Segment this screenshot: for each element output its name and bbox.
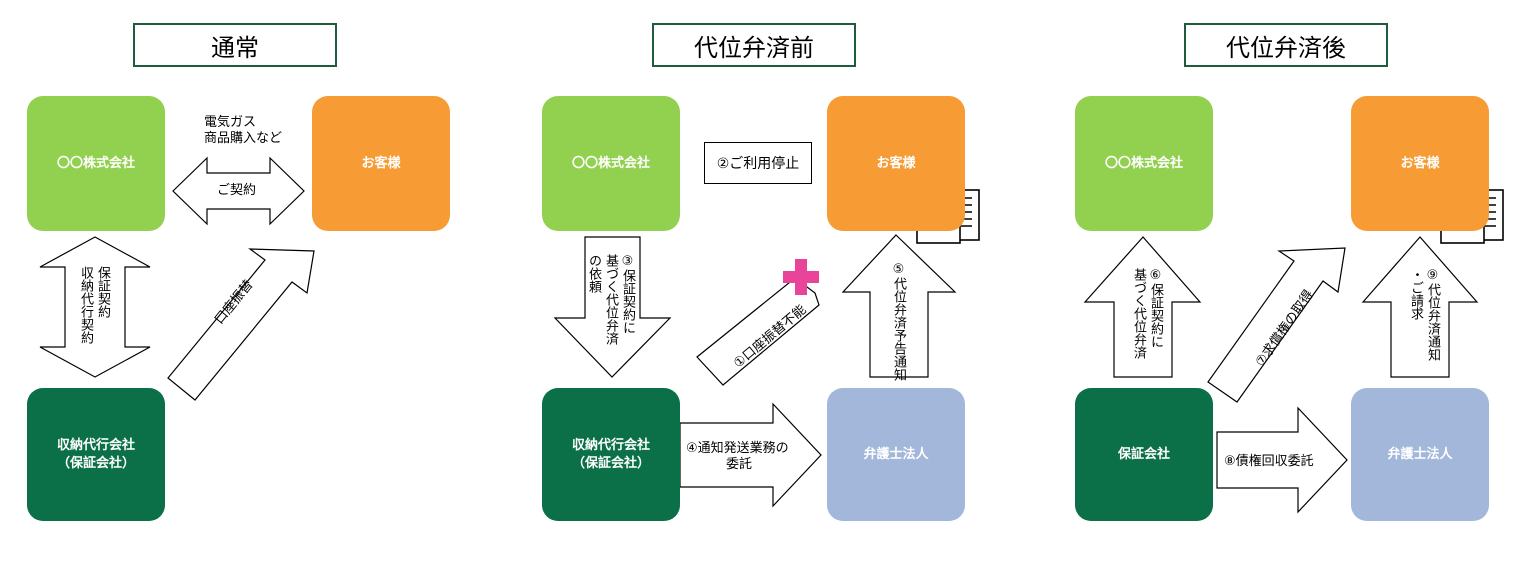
step3-label: ③保証契約に 基づく代位弁済 の依頼 xyxy=(586,254,635,345)
guarantee-label: 保証契約 収納代行契約 xyxy=(78,266,110,344)
contract-double-arrow xyxy=(172,156,305,226)
step8-label: ⑧債権回収委託 xyxy=(1224,454,1314,469)
step9-label: ⑨代位弁済通知 ・ご請求 xyxy=(1408,268,1440,361)
contract-label: ご契約 xyxy=(217,183,257,198)
agent-box: 収納代行会社 （保証会社） xyxy=(542,388,680,521)
company-box: 〇〇株式会社 xyxy=(27,96,165,231)
customer-box: お客様 xyxy=(1351,96,1489,231)
step8-right-arrow xyxy=(1216,406,1348,514)
agent-box: 収納代行会社 （保証会社） xyxy=(27,388,165,521)
panel-title-after: 代位弁済後 xyxy=(1184,23,1388,67)
customer-box: お客様 xyxy=(312,96,450,231)
customer-box: お客様 xyxy=(827,96,965,231)
step6-up-arrow xyxy=(1083,236,1202,378)
step6-label: ⑥保証契約に 基づく代位弁済 xyxy=(1131,268,1163,359)
guarantee-double-arrow xyxy=(39,236,151,378)
company-box: 〇〇株式会社 xyxy=(542,96,680,231)
step4-right-arrow xyxy=(679,402,822,508)
panel-title-text: 代位弁済前 xyxy=(694,33,814,62)
step9-up-arrow xyxy=(1361,236,1479,378)
step5-label: ⑤代位弁済予告通知 xyxy=(891,262,906,381)
pink-cross-icon xyxy=(783,259,819,295)
step3-down-arrow xyxy=(553,236,672,378)
panel-title-normal: 通常 xyxy=(133,23,337,67)
goods-label: 電気ガス 商品購入など xyxy=(204,115,283,146)
panel-title-before: 代位弁済前 xyxy=(652,23,856,67)
panel-title-text: 通常 xyxy=(211,33,259,62)
step4-label: ④通知発送業務の 委託 xyxy=(686,441,789,472)
company-box: 〇〇株式会社 xyxy=(1075,96,1213,231)
panel-title-text: 代位弁済後 xyxy=(1226,33,1346,62)
step7-diagonal-arrow xyxy=(1207,247,1346,403)
lawyer-box: 弁護士法人 xyxy=(827,388,965,521)
step5-up-arrow xyxy=(841,234,957,378)
guarantor-box: 保証会社 xyxy=(1075,388,1213,521)
lawyer-box: 弁護士法人 xyxy=(1351,388,1489,521)
account-transfer-arrow xyxy=(167,248,315,401)
step2-label: ②ご利用停止 xyxy=(704,142,812,184)
